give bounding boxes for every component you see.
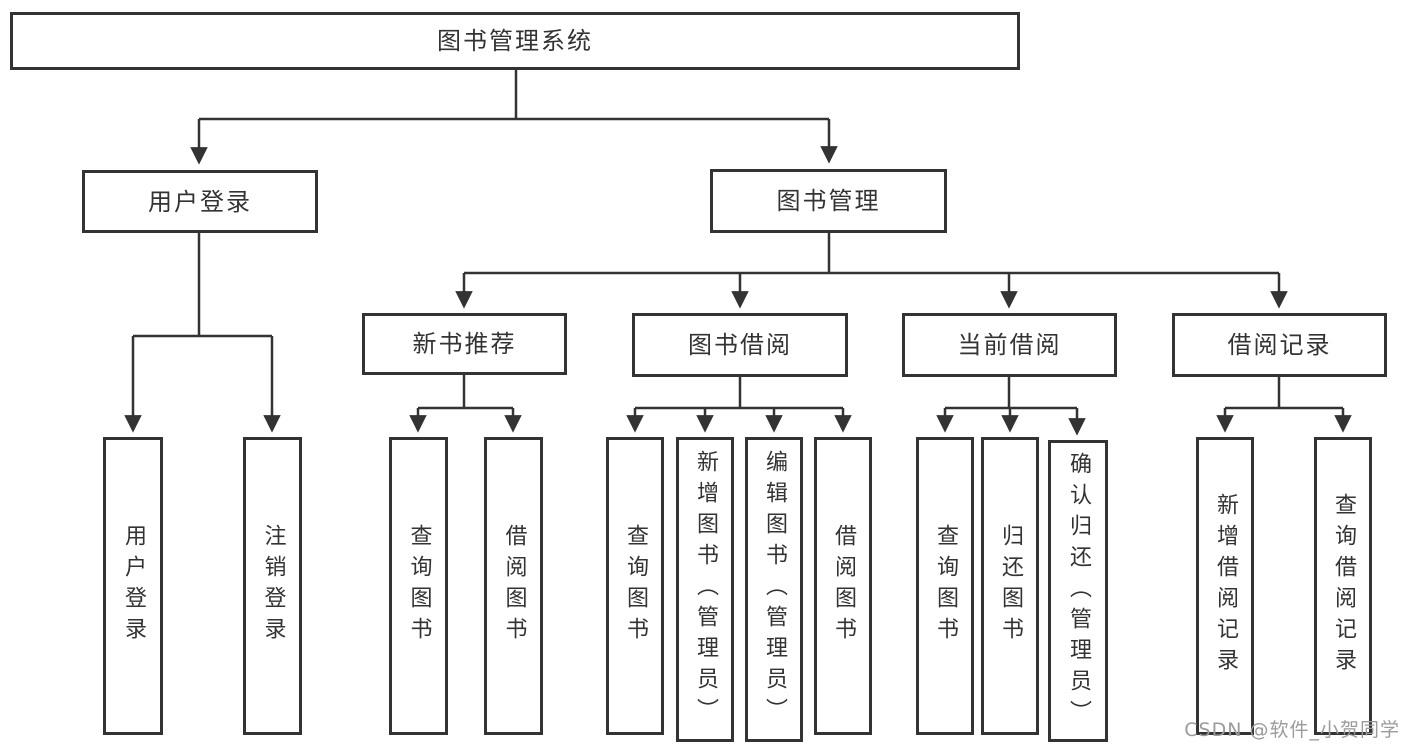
leaf-borrow-books-1: 借阅图书 xyxy=(484,437,543,735)
leaf-query-books-2: 查询图书 xyxy=(606,437,664,735)
node-label: 新书推荐 xyxy=(412,330,517,358)
node-book-borrow: 图书借阅 xyxy=(632,313,848,377)
leaf-query-books-3: 查询图书 xyxy=(916,437,974,735)
node-label: 注销登录 xyxy=(260,524,286,648)
node-label: 图书管理 xyxy=(776,187,881,215)
leaf-confirm-return-admin: 确认归还（管理员） xyxy=(1048,440,1108,742)
node-label: 编辑图书（管理员） xyxy=(762,450,787,729)
node-label: 查询图书 xyxy=(623,524,648,648)
leaf-query-borrow-record: 查询借阅记录 xyxy=(1314,437,1372,735)
node-library-management-system: 图书管理系统 xyxy=(10,12,1020,70)
csdn-watermark: CSDN @软件_小贺同学 xyxy=(1184,719,1400,741)
node-label: 当前借阅 xyxy=(957,331,1062,359)
leaf-add-books-admin: 新增图书（管理员） xyxy=(676,437,734,742)
leaf-add-borrow-record: 新增借阅记录 xyxy=(1196,437,1254,735)
node-label: 借阅图书 xyxy=(501,524,527,648)
node-new-book-recommend: 新书推荐 xyxy=(362,313,567,375)
leaf-query-books-1: 查询图书 xyxy=(389,437,448,735)
node-label: 新增图书（管理员） xyxy=(693,450,718,729)
node-label: 用户登录 xyxy=(148,187,252,216)
node-label: 确认归还（管理员） xyxy=(1066,451,1091,731)
node-label: 用户登录 xyxy=(121,524,146,648)
node-label: 新增借阅记录 xyxy=(1213,493,1238,679)
leaf-borrow-books-2: 借阅图书 xyxy=(814,437,872,735)
leaf-user-login: 用户登录 xyxy=(103,437,163,735)
node-label: 借阅记录 xyxy=(1227,331,1332,359)
node-borrow-records: 借阅记录 xyxy=(1172,313,1387,377)
node-label: 查询图书 xyxy=(933,524,958,648)
node-label: 图书管理系统 xyxy=(437,27,593,55)
leaf-edit-books-admin: 编辑图书（管理员） xyxy=(745,437,803,742)
node-label: 图书借阅 xyxy=(688,331,792,359)
node-label: 借阅图书 xyxy=(831,524,856,648)
leaf-logout: 注销登录 xyxy=(243,437,302,735)
node-book-management-branch: 图书管理 xyxy=(710,169,947,233)
node-label: 查询借阅记录 xyxy=(1331,493,1356,679)
node-user-login-branch: 用户登录 xyxy=(82,170,318,233)
node-current-borrow: 当前借阅 xyxy=(902,313,1117,377)
node-label: 归还图书 xyxy=(998,524,1023,648)
leaf-return-books: 归还图书 xyxy=(981,437,1039,735)
node-label: 查询图书 xyxy=(406,524,432,648)
